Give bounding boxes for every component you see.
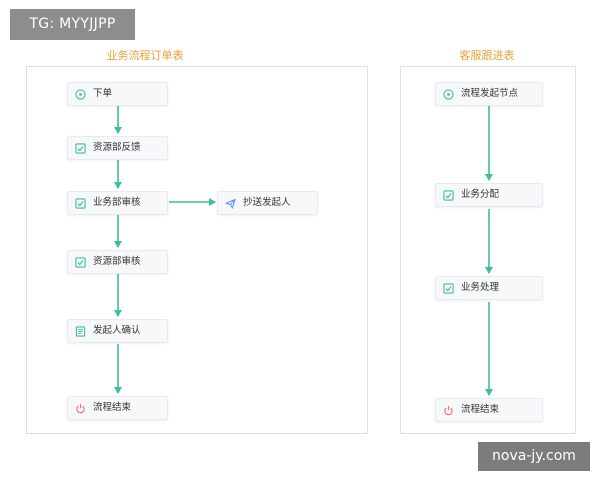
flow-node-business-review[interactable]: 业务部审核 (67, 191, 168, 215)
node-label: 下单 (93, 88, 113, 99)
node-label: 流程发起节点 (461, 88, 519, 99)
node-label: 业务部审核 (93, 197, 141, 208)
node-label: 资源部审核 (93, 256, 141, 267)
flow-node-business-assign[interactable]: 业务分配 (435, 183, 543, 207)
approval-icon (443, 190, 454, 201)
power-icon (76, 403, 85, 414)
flow-node-end[interactable]: 流程结束 (67, 396, 168, 420)
play-circle-icon (75, 89, 86, 100)
node-label: 资源部反馈 (93, 142, 141, 153)
panel-title-service-flow: 客服跟进表 (459, 49, 515, 62)
approval-icon (75, 257, 86, 268)
watermark: nova-jy.com (478, 442, 590, 471)
flow-node-start[interactable]: 流程发起节点 (435, 82, 543, 106)
node-label: 业务分配 (461, 189, 500, 200)
approval-icon (75, 198, 86, 209)
node-label: 发起人确认 (93, 325, 141, 336)
flow-node-initiator-confirm[interactable]: 发起人确认 (67, 319, 168, 343)
panel-title-order-flow: 业务流程订单表 (106, 49, 184, 62)
flow-node-cc-initiator[interactable]: 抄送发起人 (217, 191, 318, 215)
flow-node-end[interactable]: 流程结束 (435, 398, 543, 422)
flow-node-place-order[interactable]: 下单 (67, 82, 168, 106)
approval-icon (75, 143, 86, 154)
node-label: 流程结束 (461, 404, 500, 415)
node-label: 业务处理 (461, 282, 500, 293)
node-label: 抄送发起人 (243, 197, 291, 208)
power-icon (444, 405, 453, 416)
play-circle-icon (443, 89, 454, 100)
send-icon (225, 198, 236, 209)
flow-node-business-process[interactable]: 业务处理 (435, 276, 543, 300)
node-label: 流程结束 (93, 402, 132, 413)
flow-node-resource-feedback[interactable]: 资源部反馈 (67, 136, 168, 160)
flow-node-resource-review[interactable]: 资源部审核 (67, 250, 168, 274)
approval-icon (443, 283, 454, 294)
service-flow-panel (400, 66, 576, 434)
form-icon (75, 326, 86, 337)
tg-tag: TG: MYYJJPP (10, 9, 135, 40)
